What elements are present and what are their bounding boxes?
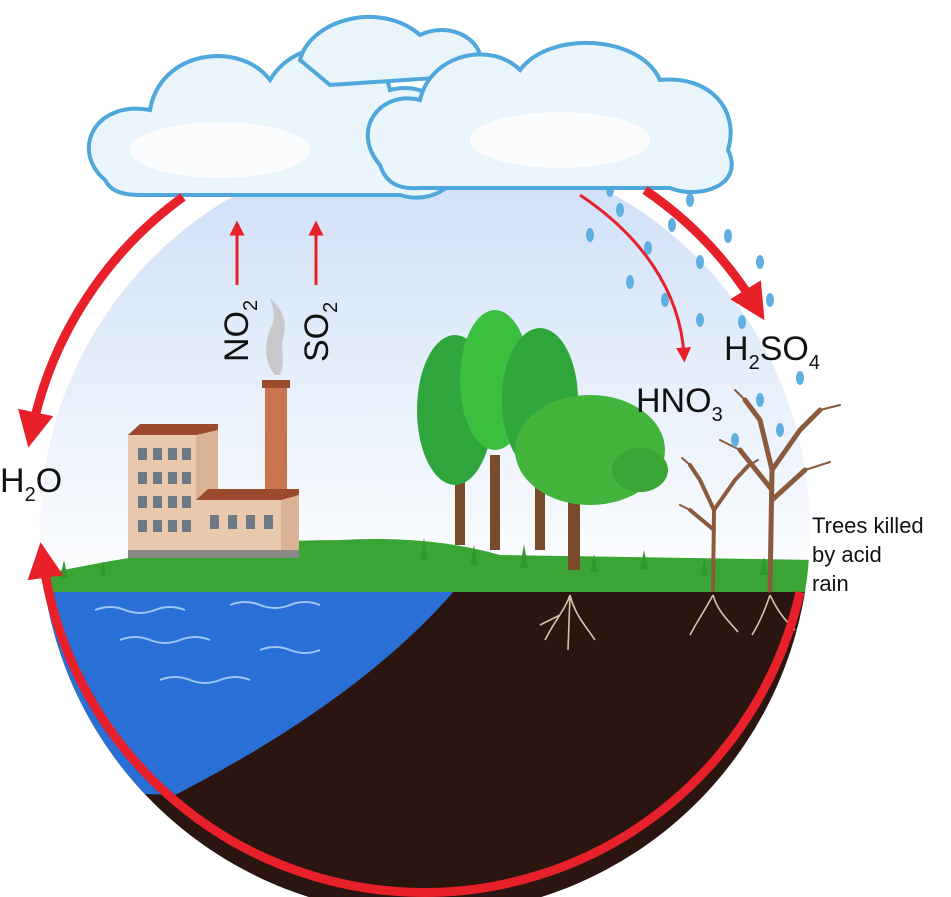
- root-icon: [539, 594, 796, 651]
- emission-arrows: [229, 193, 692, 363]
- dead-tree-icon: [679, 389, 841, 593]
- smoke-icon: [266, 298, 285, 375]
- evaporation-arrow: [18, 193, 186, 448]
- trees-note-line3: rain: [812, 571, 849, 596]
- cloud-highlight: [130, 112, 650, 178]
- water-vapor-label: H2O: [0, 462, 62, 506]
- chimney: [265, 385, 287, 500]
- factory-icon: [128, 380, 299, 558]
- hno3-label: HNO3: [636, 382, 723, 426]
- no2-label: NO2: [218, 300, 262, 362]
- hno3-arrow: [579, 193, 692, 363]
- cycle-arrow: [18, 186, 805, 897]
- trees-note-line2: by acid: [812, 542, 882, 567]
- so2-label: SO2: [298, 302, 342, 362]
- trees-note-line1: Trees killed: [812, 513, 924, 538]
- runoff-arrow: [27, 542, 805, 897]
- rain-arrow: [642, 186, 765, 321]
- water-wave-icon: [94, 601, 321, 684]
- h2so4-label: H2SO4: [724, 330, 820, 374]
- lake: [40, 575, 455, 795]
- tree-icon: [417, 310, 668, 570]
